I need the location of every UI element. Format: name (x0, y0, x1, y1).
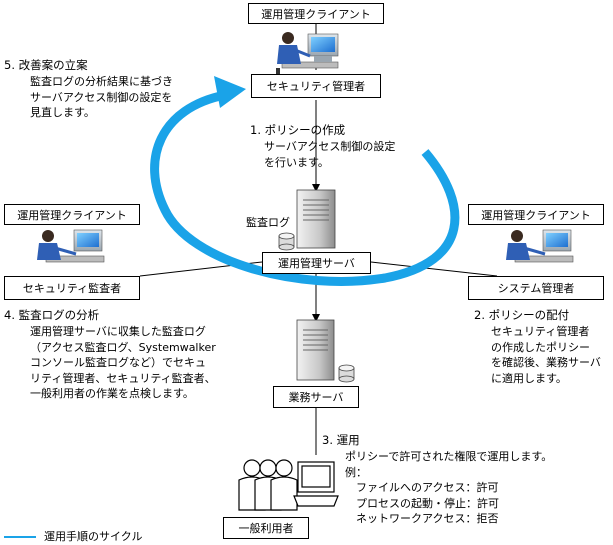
step5-line: 見直します。 (30, 106, 95, 119)
step3-line: 例： (345, 465, 367, 479)
step4-body: 運用管理サーバに収集した監査ログ （アクセス監査ログ、Systemwalker … (30, 324, 216, 402)
step4-title: 4. 監査ログの分析 (4, 308, 100, 322)
admin-server-icon (296, 189, 336, 249)
step4-line: （アクセス監査ログ、Systemwalker (30, 340, 216, 354)
general-user-pc-icon (293, 461, 339, 507)
step1-title: 1. ポリシーの作成 (250, 123, 346, 137)
audit-log-label: 監査ログ (246, 216, 290, 229)
audit-log-disk-icon (278, 232, 295, 251)
security-admin-box: セキュリティ管理者 (251, 74, 381, 98)
cycle-arrow (150, 76, 460, 286)
step2-line: を確認後、業務サーバ (491, 356, 601, 369)
left-client-workstation-icon (37, 229, 105, 263)
system-admin-box: システム管理者 (468, 276, 604, 300)
cycle-arrowhead (214, 76, 246, 108)
security-auditor-box: セキュリティ監査者 (4, 276, 140, 300)
step2-title: 2. ポリシーの配付 (474, 308, 570, 322)
step3-line: ファイルへのアクセス：許可 (345, 481, 499, 494)
step5-line: 監査ログの分析結果に基づき (30, 75, 173, 88)
top-client-box: 運用管理クライアント (248, 3, 384, 24)
step1-body: サーバアクセス制御の設定 を行います。 (264, 139, 395, 170)
business-server-box: 業務サーバ (273, 386, 359, 408)
step3-line: ネットワークアクセス：拒否 (345, 512, 499, 525)
right-client-workstation-icon (506, 229, 574, 263)
step1-line: サーバアクセス制御の設定 (264, 140, 396, 153)
line-sysadmin-to-admin-server (370, 261, 498, 277)
step4-line: 運用管理サーバに収集した監査ログ (30, 325, 206, 338)
right-client-box: 運用管理クライアント (468, 204, 604, 225)
left-client-box: 運用管理クライアント (4, 204, 140, 225)
step2-line: の作成したポリシー (491, 340, 590, 354)
business-server-icon (296, 319, 335, 381)
step5-title: 5. 改善案の立案 (4, 58, 88, 72)
legend-label: 運用手順のサイクル (44, 530, 143, 543)
connector-lines (139, 24, 498, 501)
step2-body: セキュリティ管理者 の作成したポリシー を確認後、業務サーバ に適用します。 (491, 324, 601, 386)
step4-line: リティ管理者、セキュリティ監査者、 (30, 371, 216, 385)
general-user-box: 一般利用者 (223, 517, 309, 539)
general-users-icon (238, 459, 298, 511)
step4-line: コンソール監査ログなど）でセキュ (30, 356, 206, 369)
cycle-arc (150, 90, 460, 286)
step2-line: セキュリティ管理者 (491, 325, 590, 338)
step4-line: 一般利用者の作業を点検します。 (30, 387, 194, 400)
step3-body: ポリシーで許可された権限で運用します。 例： ファイルへのアクセス：許可 プロセ… (345, 449, 552, 527)
step3-line: ポリシーで許可された権限で運用します。 (345, 450, 553, 463)
business-disk-icon (338, 364, 355, 383)
step5-line: サーバアクセス制御の設定を (30, 90, 173, 104)
top-client-workstation-icon (276, 32, 339, 78)
step5-body: 監査ログの分析結果に基づき サーバアクセス制御の設定を 見直します。 (30, 74, 173, 121)
step2-line: に適用します。 (491, 371, 567, 385)
admin-server-box: 運用管理サーバ (262, 252, 371, 274)
step3-line: プロセスの起動・停止：許可 (345, 496, 499, 510)
step3-title: 3. 運用 (322, 433, 360, 447)
step1-line: を行います。 (264, 155, 329, 169)
